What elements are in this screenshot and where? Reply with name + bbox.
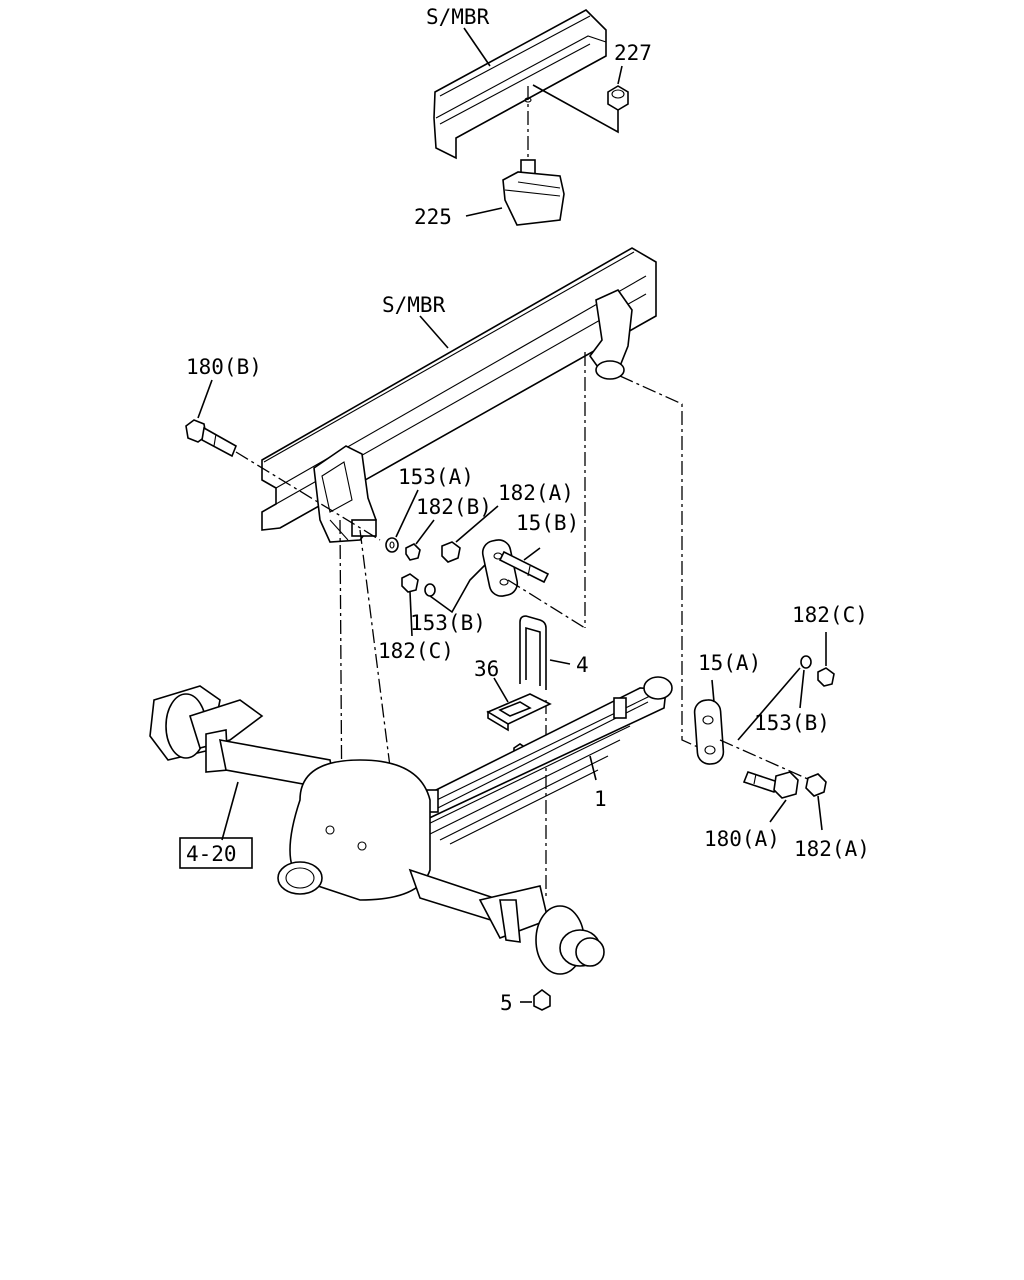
label-1: 1 xyxy=(594,787,607,811)
label-180a: 180(A) xyxy=(704,827,780,851)
shackle-15b-icon xyxy=(481,539,550,597)
label-s-mbr-main: S/MBR xyxy=(382,293,446,317)
label-182a-bottom: 182(A) xyxy=(794,837,870,861)
washer-153b-left-icon xyxy=(424,583,436,597)
spring-seat-36-icon xyxy=(486,693,552,732)
label-15b: 15(B) xyxy=(516,511,579,535)
nut-182a-lower-icon xyxy=(805,773,827,797)
nut-182a-icon xyxy=(441,541,461,563)
bolt-180a-icon xyxy=(742,771,799,799)
label-227: 227 xyxy=(614,41,652,65)
label-153b-left: 153(B) xyxy=(410,611,486,635)
side-member-upper xyxy=(433,9,607,160)
nut-227-icon xyxy=(607,85,629,111)
u-bolt-4-icon xyxy=(519,615,547,690)
label-153a: 153(A) xyxy=(398,465,474,489)
nut-182c-left-icon xyxy=(401,573,419,593)
label-182a-top: 182(A) xyxy=(498,481,574,505)
label-4: 4 xyxy=(576,653,589,677)
nut-182b-icon xyxy=(405,543,421,561)
front-spring-bracket xyxy=(313,445,377,543)
shackle-15a-icon xyxy=(693,699,725,765)
reference-4-20[interactable]: 4-20 xyxy=(186,842,237,866)
label-15a: 15(A) xyxy=(698,651,761,675)
label-s-mbr-top: S/MBR xyxy=(426,5,490,29)
bolt-180b-icon xyxy=(185,419,238,458)
rear-spring-hanger xyxy=(589,288,633,380)
label-182c-left: 182(C) xyxy=(378,639,454,663)
label-5: 5 xyxy=(500,991,513,1015)
label-182c-right: 182(C) xyxy=(792,603,868,627)
washer-153b-right-icon xyxy=(800,655,812,669)
bump-stopper-225-icon xyxy=(502,159,565,226)
label-153b-right: 153(B) xyxy=(754,711,830,735)
rear-axle-housing xyxy=(149,685,605,975)
nut-5-icon xyxy=(533,989,551,1011)
label-182b: 182(B) xyxy=(416,495,492,519)
label-180b: 180(B) xyxy=(186,355,262,379)
label-225: 225 xyxy=(414,205,452,229)
nut-182c-right-icon xyxy=(817,667,835,687)
washer-153a-icon xyxy=(385,537,399,553)
label-36: 36 xyxy=(474,657,499,681)
